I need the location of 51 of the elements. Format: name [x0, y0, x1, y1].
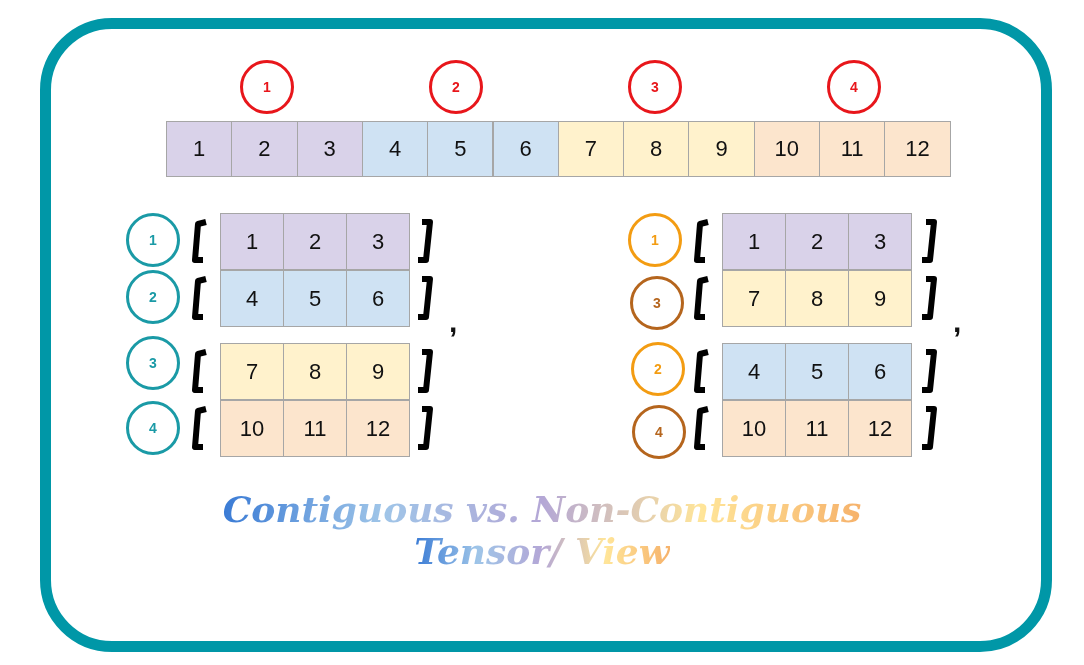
table-cell: 12 [346, 400, 410, 457]
table-cell: 6 [346, 270, 410, 327]
numbered-circle: 2 [126, 270, 180, 324]
table-cell: 1 [166, 121, 233, 177]
table-cell: 6 [848, 343, 912, 400]
table-cell: 12 [848, 400, 912, 457]
numbered-circle: 1 [628, 213, 682, 267]
table-cell: 3 [296, 121, 363, 177]
table-cell: 10 [220, 400, 284, 457]
table-cell: 5 [427, 121, 494, 177]
table-cell: 6 [492, 121, 559, 177]
table-cell: 9 [346, 343, 410, 400]
numbered-circle: 4 [827, 60, 881, 114]
table-cell: 2 [231, 121, 298, 177]
numbered-circle: 1 [240, 60, 294, 114]
table-cell: 1 [722, 213, 786, 270]
numbered-circle: 1 [126, 213, 180, 267]
numbered-circle: 3 [630, 276, 684, 330]
table-cell: 11 [785, 400, 849, 457]
table-cell: 5 [785, 343, 849, 400]
table-cell: 2 [785, 213, 849, 270]
table-cell: 8 [283, 343, 347, 400]
table-cell: 4 [220, 270, 284, 327]
table-cell: 12 [884, 121, 951, 177]
numbered-circle: 4 [632, 405, 686, 459]
table-cell: 4 [361, 121, 429, 177]
table-cell: 7 [220, 343, 284, 400]
comma: , [953, 305, 962, 339]
numbered-circle: 3 [126, 336, 180, 390]
table-cell: 4 [722, 343, 786, 400]
table-cell: 1 [220, 213, 284, 270]
table-cell: 3 [346, 213, 410, 270]
comma: , [449, 305, 458, 339]
numbered-circle: 3 [628, 60, 682, 114]
table-cell: 9 [688, 121, 755, 177]
table-cell: 10 [722, 400, 786, 457]
table-cell: 7 [722, 270, 786, 327]
numbered-circle: 4 [126, 401, 180, 455]
table-cell: 3 [848, 213, 912, 270]
numbered-circle: 2 [429, 60, 483, 114]
numbered-circle: 2 [631, 342, 685, 396]
title: Contiguous vs. Non-Contiguous Tensor/ View [221, 488, 863, 572]
table-cell: 11 [819, 121, 886, 177]
table-cell: 10 [753, 121, 820, 177]
table-cell: 9 [848, 270, 912, 327]
table-cell: 11 [283, 400, 347, 457]
table-cell: 8 [785, 270, 849, 327]
table-cell: 7 [557, 121, 625, 177]
table-cell: 5 [283, 270, 347, 327]
table-cell: 8 [623, 121, 690, 177]
table-cell: 2 [283, 213, 347, 270]
